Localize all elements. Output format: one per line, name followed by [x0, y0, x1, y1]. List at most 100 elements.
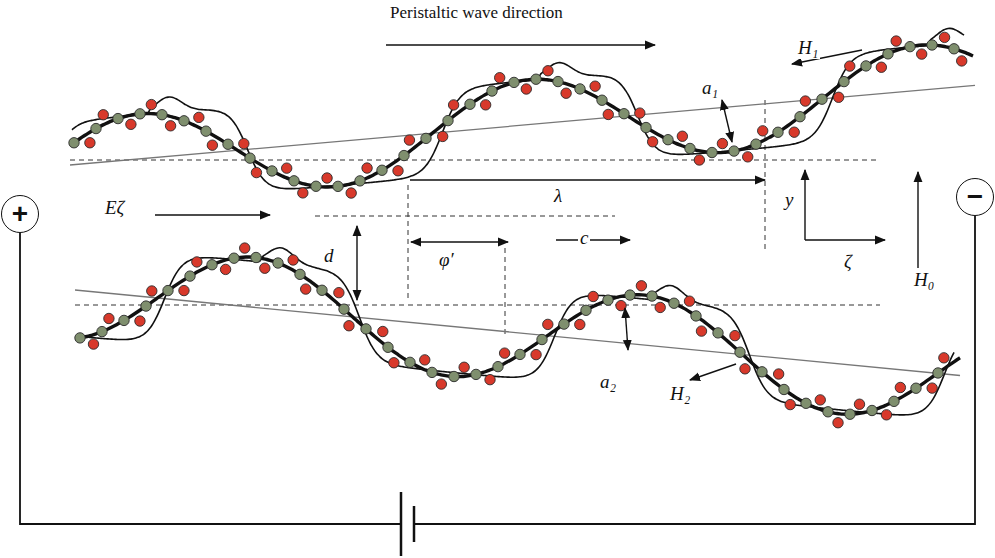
- particle: [436, 379, 446, 389]
- particle: [881, 410, 891, 420]
- particle: [69, 138, 79, 148]
- particle: [773, 127, 783, 137]
- symbol-label: Peristaltic wave direction: [388, 4, 565, 23]
- terminal-circle: −: [956, 178, 994, 216]
- a1-arrow: [722, 100, 732, 142]
- particle: [201, 126, 211, 136]
- terminal-sign: −: [967, 183, 983, 211]
- particle: [378, 326, 388, 336]
- speed-arrow: [556, 239, 630, 240]
- particle: [362, 163, 372, 173]
- particle: [521, 84, 531, 94]
- zeta-axis: [805, 239, 885, 240]
- particle: [561, 88, 571, 98]
- particle: [333, 181, 343, 191]
- particle: [465, 99, 475, 109]
- particle: [588, 291, 598, 301]
- reference-line: [505, 248, 506, 335]
- particle: [619, 109, 629, 119]
- d-arrow: [356, 226, 357, 300]
- reference-line: [765, 100, 766, 252]
- particle: [685, 143, 695, 153]
- particle: [597, 95, 607, 105]
- particle: [817, 94, 827, 104]
- particle: [471, 369, 481, 379]
- particle: [495, 73, 505, 83]
- particle: [421, 133, 431, 143]
- particle: [493, 361, 503, 371]
- particle: [207, 140, 217, 150]
- particle: [889, 396, 899, 406]
- particle: [119, 315, 129, 325]
- symbol-label: c: [578, 228, 590, 249]
- a2-arrow: [625, 308, 628, 350]
- particle: [773, 369, 783, 379]
- particle: [179, 116, 189, 126]
- particle: [499, 348, 509, 358]
- particle: [590, 81, 600, 91]
- particle: [543, 66, 553, 76]
- particle: [743, 152, 753, 162]
- wave-direction-arrow: [386, 44, 655, 45]
- particle: [833, 418, 843, 428]
- particle: [393, 166, 403, 176]
- particle: [815, 395, 825, 405]
- particle: [437, 131, 447, 141]
- symbol-label: Eζ: [103, 198, 126, 219]
- reference-line: [70, 160, 880, 161]
- particle: [75, 333, 85, 343]
- particle: [480, 100, 490, 110]
- particle: [655, 302, 665, 312]
- particle: [751, 139, 761, 149]
- battery-plate: [400, 492, 403, 556]
- particle: [677, 131, 687, 141]
- particle: [295, 269, 305, 279]
- terminal-sign: +: [12, 200, 28, 228]
- particle: [509, 77, 519, 87]
- particle: [839, 76, 849, 86]
- particle: [729, 146, 739, 156]
- particle: [281, 163, 291, 173]
- particle: [485, 374, 495, 384]
- particle: [273, 258, 283, 268]
- particle: [861, 61, 871, 71]
- particle: [911, 383, 921, 393]
- particle: [581, 305, 591, 315]
- particle: [939, 353, 949, 363]
- particle: [361, 324, 371, 334]
- particle: [85, 138, 95, 148]
- symbol-label: a₂: [598, 372, 618, 393]
- particle: [707, 147, 717, 157]
- particle: [647, 291, 657, 301]
- particle: [389, 358, 399, 368]
- particle: [603, 295, 613, 305]
- symbol-label: a₁: [700, 78, 720, 99]
- particle: [229, 253, 239, 263]
- particle: [344, 321, 354, 331]
- cilia-wave: [72, 28, 964, 188]
- particle: [377, 165, 387, 175]
- particle: [185, 271, 195, 281]
- particle: [740, 364, 750, 374]
- particle: [98, 110, 108, 120]
- particle: [553, 76, 563, 86]
- particle: [694, 155, 704, 165]
- particle: [245, 153, 255, 163]
- particle: [916, 49, 926, 59]
- symbol-label: φ′: [437, 250, 456, 271]
- particle: [713, 328, 723, 338]
- particle: [779, 384, 789, 394]
- particle: [192, 257, 202, 267]
- particle: [833, 92, 843, 102]
- particle: [895, 382, 905, 392]
- particle: [334, 287, 344, 297]
- particle: [669, 298, 679, 308]
- particle: [789, 127, 799, 137]
- particle: [449, 371, 459, 381]
- battery-plate: [413, 506, 416, 542]
- particle: [531, 74, 541, 84]
- symbol-label: y: [783, 190, 795, 211]
- particle: [537, 334, 547, 344]
- particle: [854, 399, 864, 409]
